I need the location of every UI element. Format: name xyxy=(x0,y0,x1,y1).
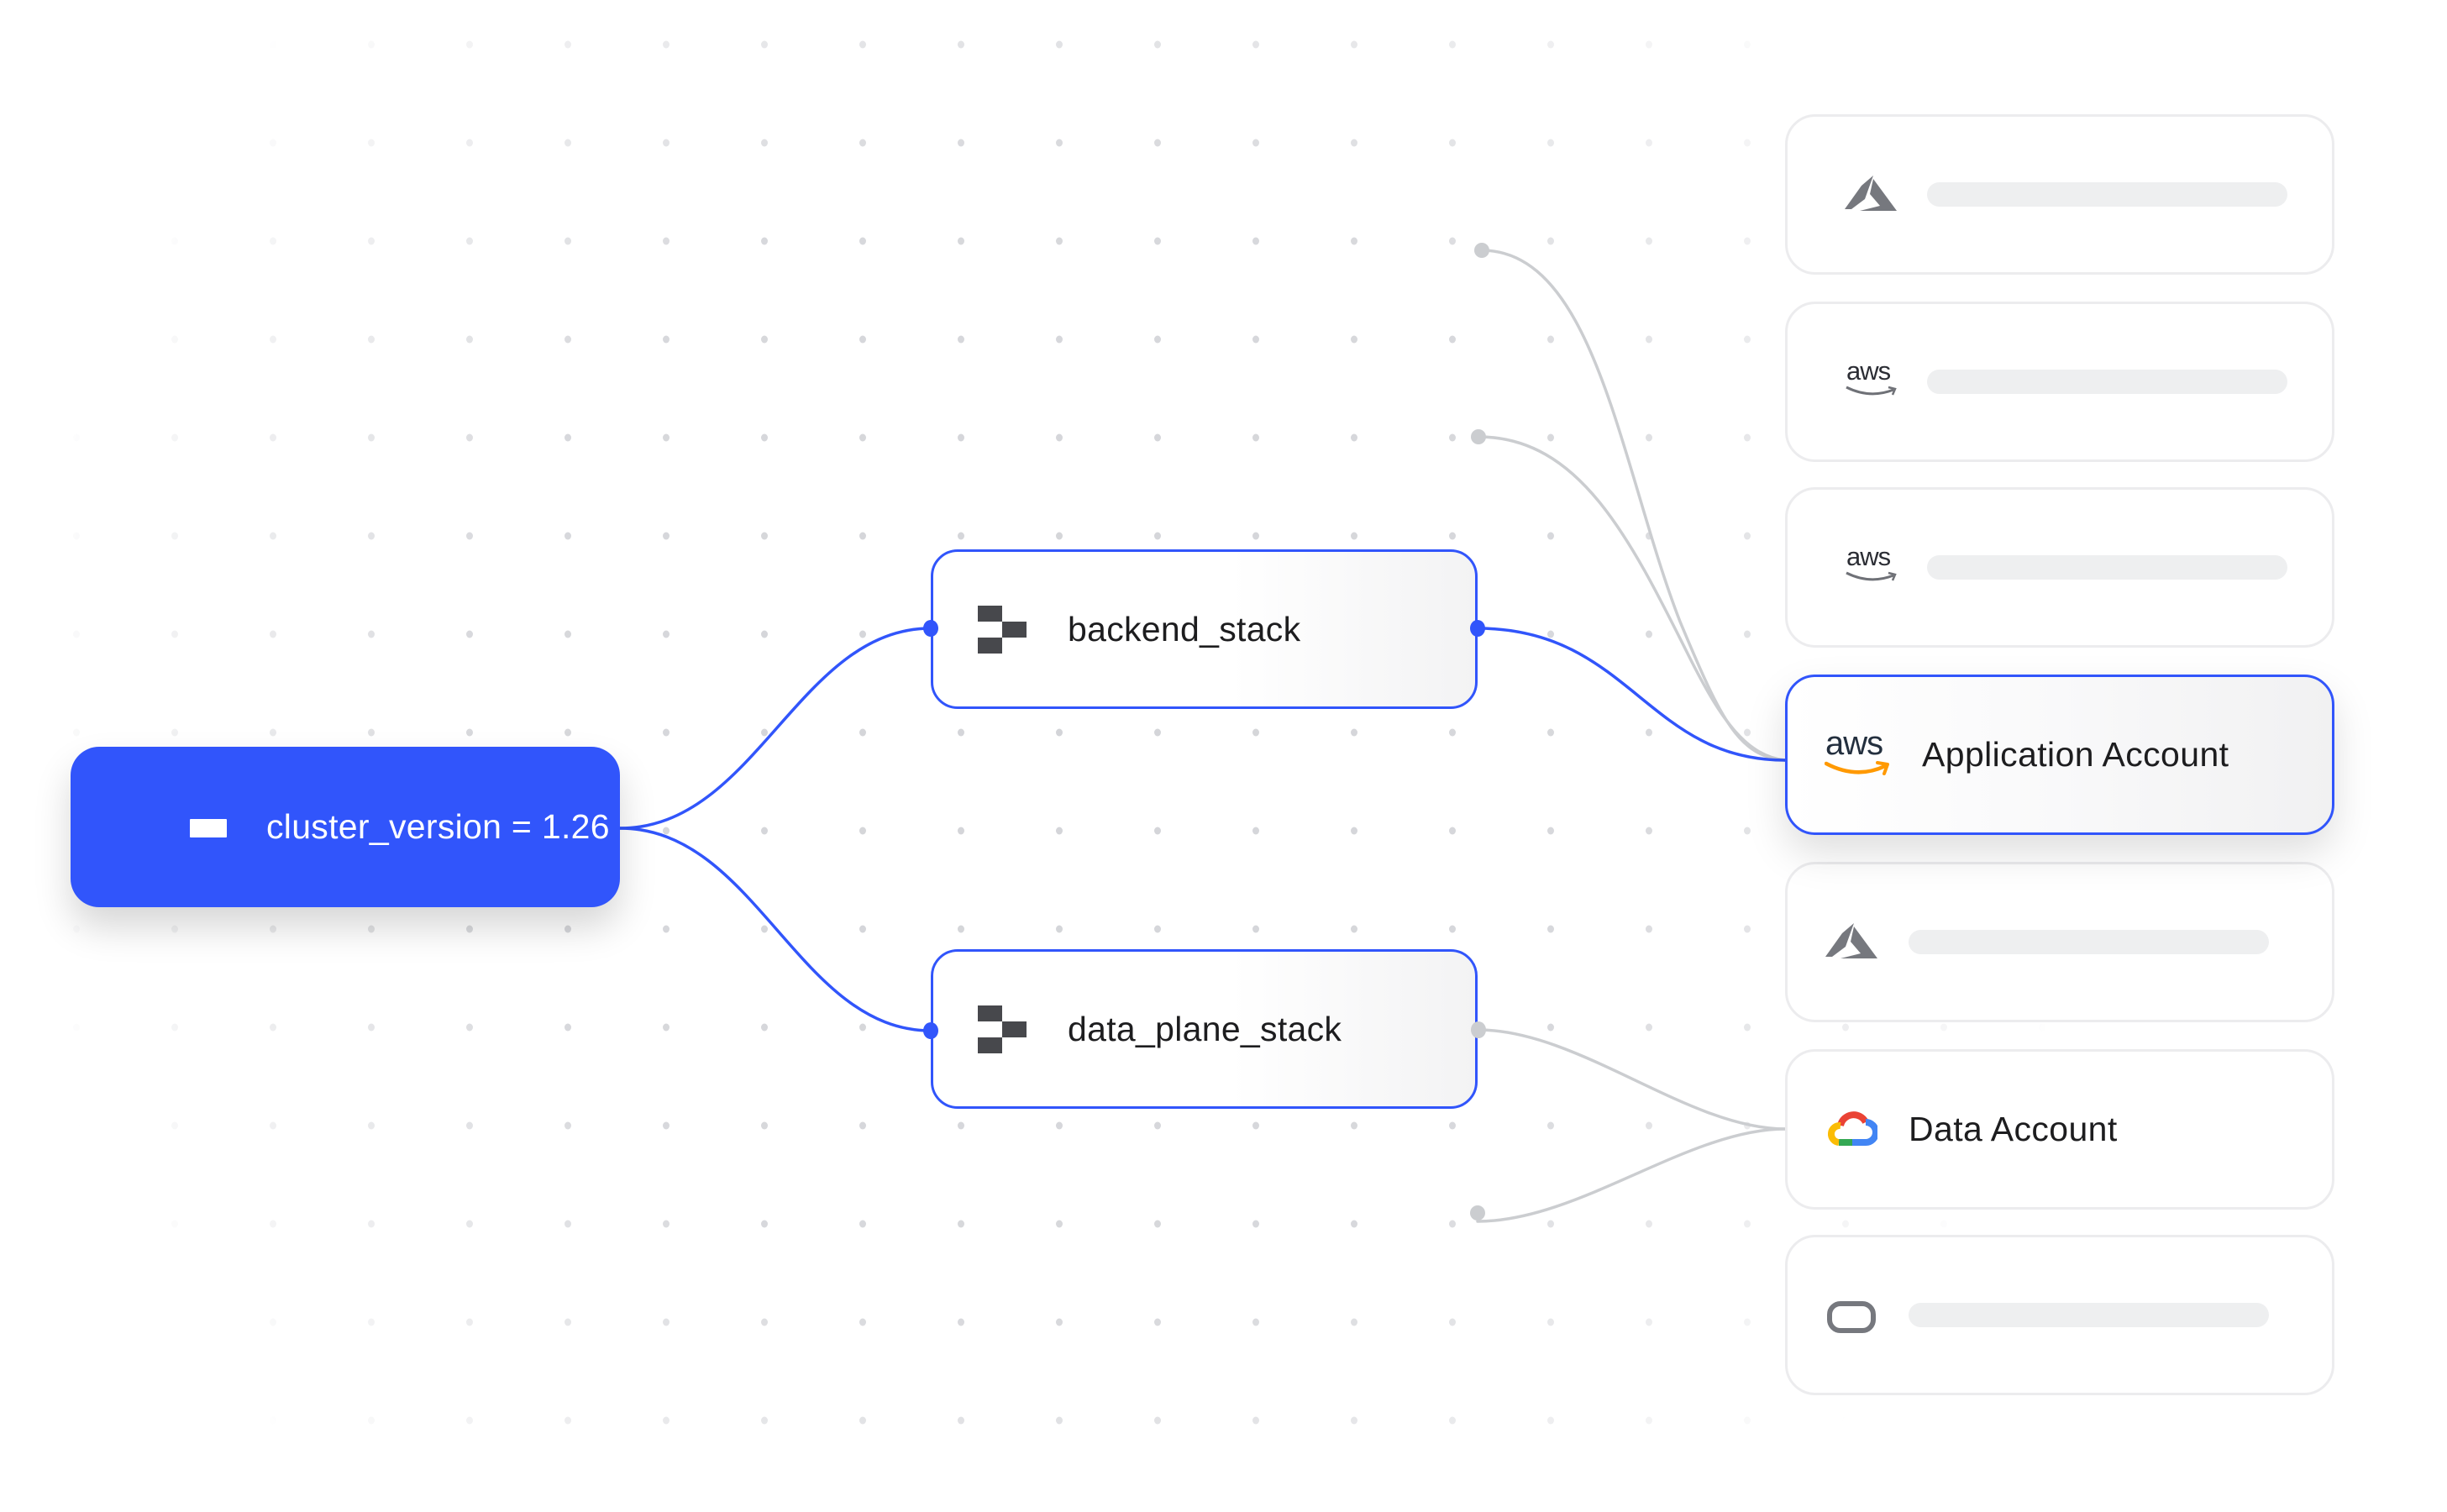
account-label: Data Account xyxy=(1909,1110,2118,1148)
azure-icon xyxy=(1845,176,1897,211)
unlinked-source-dot-1[interactable] xyxy=(1474,243,1489,258)
unlinked-source-dot-3[interactable] xyxy=(1470,1205,1485,1221)
root-variable-label: cluster_version = 1.26 xyxy=(266,807,610,846)
wire-unlinked-3-to-data-account xyxy=(1476,1127,1787,1223)
account-card-oracle[interactable] xyxy=(1785,1235,2334,1395)
stack-node-data-plane[interactable]: data_plane_stack xyxy=(931,949,1478,1109)
stack-label: data_plane_stack xyxy=(1068,1010,1342,1048)
account-card-azure-1[interactable] xyxy=(1785,114,2334,275)
wire-unlinked-1-to-application-account xyxy=(1480,249,1787,762)
google-cloud-icon xyxy=(1828,1111,1877,1146)
account-card-aws-1[interactable]: aws xyxy=(1785,302,2334,462)
stack-node-backend[interactable]: backend_stack xyxy=(931,549,1478,709)
wire-unlinked-2-to-application-account xyxy=(1477,435,1787,762)
unlinked-source-dot-2[interactable] xyxy=(1471,429,1486,444)
placeholder-bar xyxy=(1927,182,2287,207)
stack-label: backend_stack xyxy=(1068,610,1301,648)
wire-root-to-backend xyxy=(618,627,932,830)
variable-rect-icon xyxy=(190,819,227,837)
wire-backend-to-application-account xyxy=(1476,627,1787,762)
aws-icon: aws xyxy=(1845,543,1898,588)
account-card-azure-2[interactable] xyxy=(1785,862,2334,1022)
root-variable-node[interactable]: cluster_version = 1.26 xyxy=(71,747,620,907)
aws-icon: aws xyxy=(1825,726,1892,781)
account-label: Application Account xyxy=(1922,735,2229,774)
account-card-data[interactable]: Data Account xyxy=(1785,1049,2334,1210)
azure-icon xyxy=(1825,923,1877,958)
placeholder-bar xyxy=(1927,555,2287,580)
placeholder-bar xyxy=(1909,1303,2269,1327)
placeholder-bar xyxy=(1909,930,2269,954)
aws-icon: aws xyxy=(1845,357,1898,402)
account-card-aws-2[interactable]: aws xyxy=(1785,487,2334,648)
account-card-application[interactable]: aws Application Account xyxy=(1785,675,2334,835)
oracle-icon xyxy=(1827,1301,1876,1333)
wire-root-to-data-plane xyxy=(618,827,932,1032)
wire-data-plane-to-data-account xyxy=(1477,1028,1787,1131)
placeholder-bar xyxy=(1927,370,2287,394)
